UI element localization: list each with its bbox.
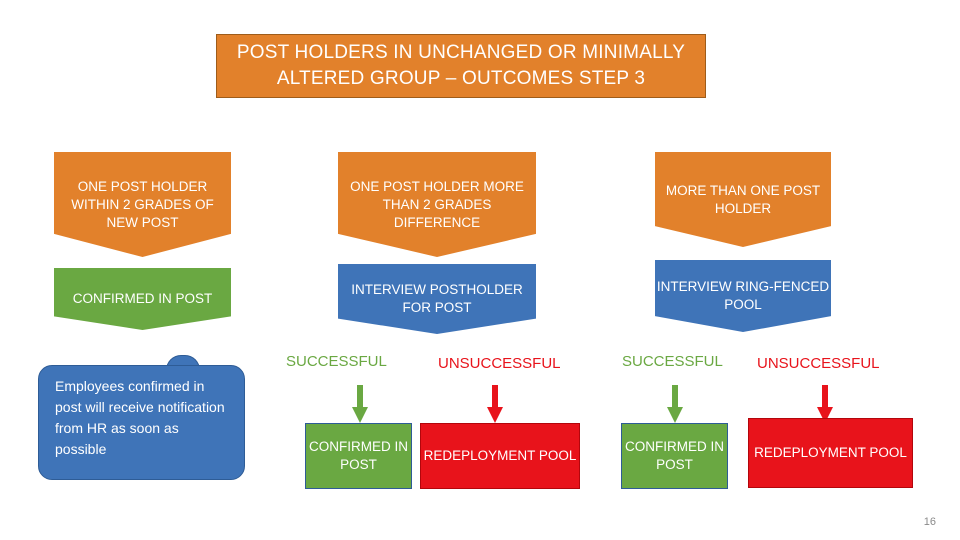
arrow-down-red-icon — [487, 385, 503, 425]
box-one-post-holder-within-2-grades-label: ONE POST HOLDER WITHIN 2 GRADES OF NEW P… — [71, 178, 214, 230]
arrow-stem — [492, 385, 498, 409]
box-more-than-one-post-holder-label: MORE THAN ONE POST HOLDER — [665, 182, 821, 216]
arrow-head — [352, 407, 368, 423]
result-redeployment-pool-right: REDEPLOYMENT POOL — [748, 418, 913, 488]
page-number: 16 — [923, 516, 936, 528]
result-confirmed-in-post-middle: CONFIRMED IN POST — [305, 423, 412, 489]
box-interview-ring-fenced-pool-label: INTERVIEW RING-FENCED POOL — [656, 279, 830, 312]
arrow-stem — [822, 385, 828, 409]
arrow-stem — [672, 385, 678, 409]
box-interview-postholder-for-post: INTERVIEW POSTHOLDER FOR POST — [338, 264, 536, 334]
arrow-down-green-icon — [352, 385, 368, 425]
label-successful-middle: SUCCESSFUL — [286, 353, 387, 370]
label-unsuccessful-right: UNSUCCESSFUL — [757, 355, 880, 372]
box-confirmed-in-post-label: CONFIRMED IN POST — [72, 291, 213, 306]
box-confirmed-in-post: CONFIRMED IN POST — [54, 268, 231, 330]
result-confirmed-in-post-right-label: CONFIRMED IN POST — [625, 439, 724, 472]
callout-text: Employees confirmed in post will receive… — [55, 378, 225, 457]
arrow-down-green-icon — [667, 385, 683, 425]
arrow-stem — [357, 385, 363, 409]
result-redeployment-pool-middle: REDEPLOYMENT POOL — [420, 423, 580, 489]
box-one-post-holder-within-2-grades: ONE POST HOLDER WITHIN 2 GRADES OF NEW P… — [54, 152, 231, 257]
result-redeployment-pool-middle-label: REDEPLOYMENT POOL — [423, 448, 577, 463]
result-redeployment-pool-right-label: REDEPLOYMENT POOL — [754, 445, 907, 460]
box-more-than-one-post-holder: MORE THAN ONE POST HOLDER — [655, 152, 831, 247]
callout-employees-confirmed: Employees confirmed in post will receive… — [38, 365, 245, 480]
box-interview-ring-fenced-pool: INTERVIEW RING-FENCED POOL — [655, 260, 831, 332]
label-unsuccessful-middle: UNSUCCESSFUL — [438, 355, 561, 372]
result-confirmed-in-post-right: CONFIRMED IN POST — [621, 423, 728, 489]
slide-title: POST HOLDERS IN UNCHANGED OR MINIMALLY A… — [216, 34, 706, 98]
box-interview-postholder-for-post-label: INTERVIEW POSTHOLDER FOR POST — [351, 282, 523, 315]
arrow-head — [487, 407, 503, 423]
result-confirmed-in-post-middle-label: CONFIRMED IN POST — [309, 439, 408, 472]
slide-title-text: POST HOLDERS IN UNCHANGED OR MINIMALLY A… — [236, 42, 686, 89]
label-successful-right: SUCCESSFUL — [622, 353, 723, 370]
box-one-post-holder-more-than-2-grades-label: ONE POST HOLDER MORE THAN 2 GRADES DIFFE… — [350, 178, 524, 230]
arrow-head — [667, 407, 683, 423]
box-one-post-holder-more-than-2-grades: ONE POST HOLDER MORE THAN 2 GRADES DIFFE… — [338, 152, 536, 257]
